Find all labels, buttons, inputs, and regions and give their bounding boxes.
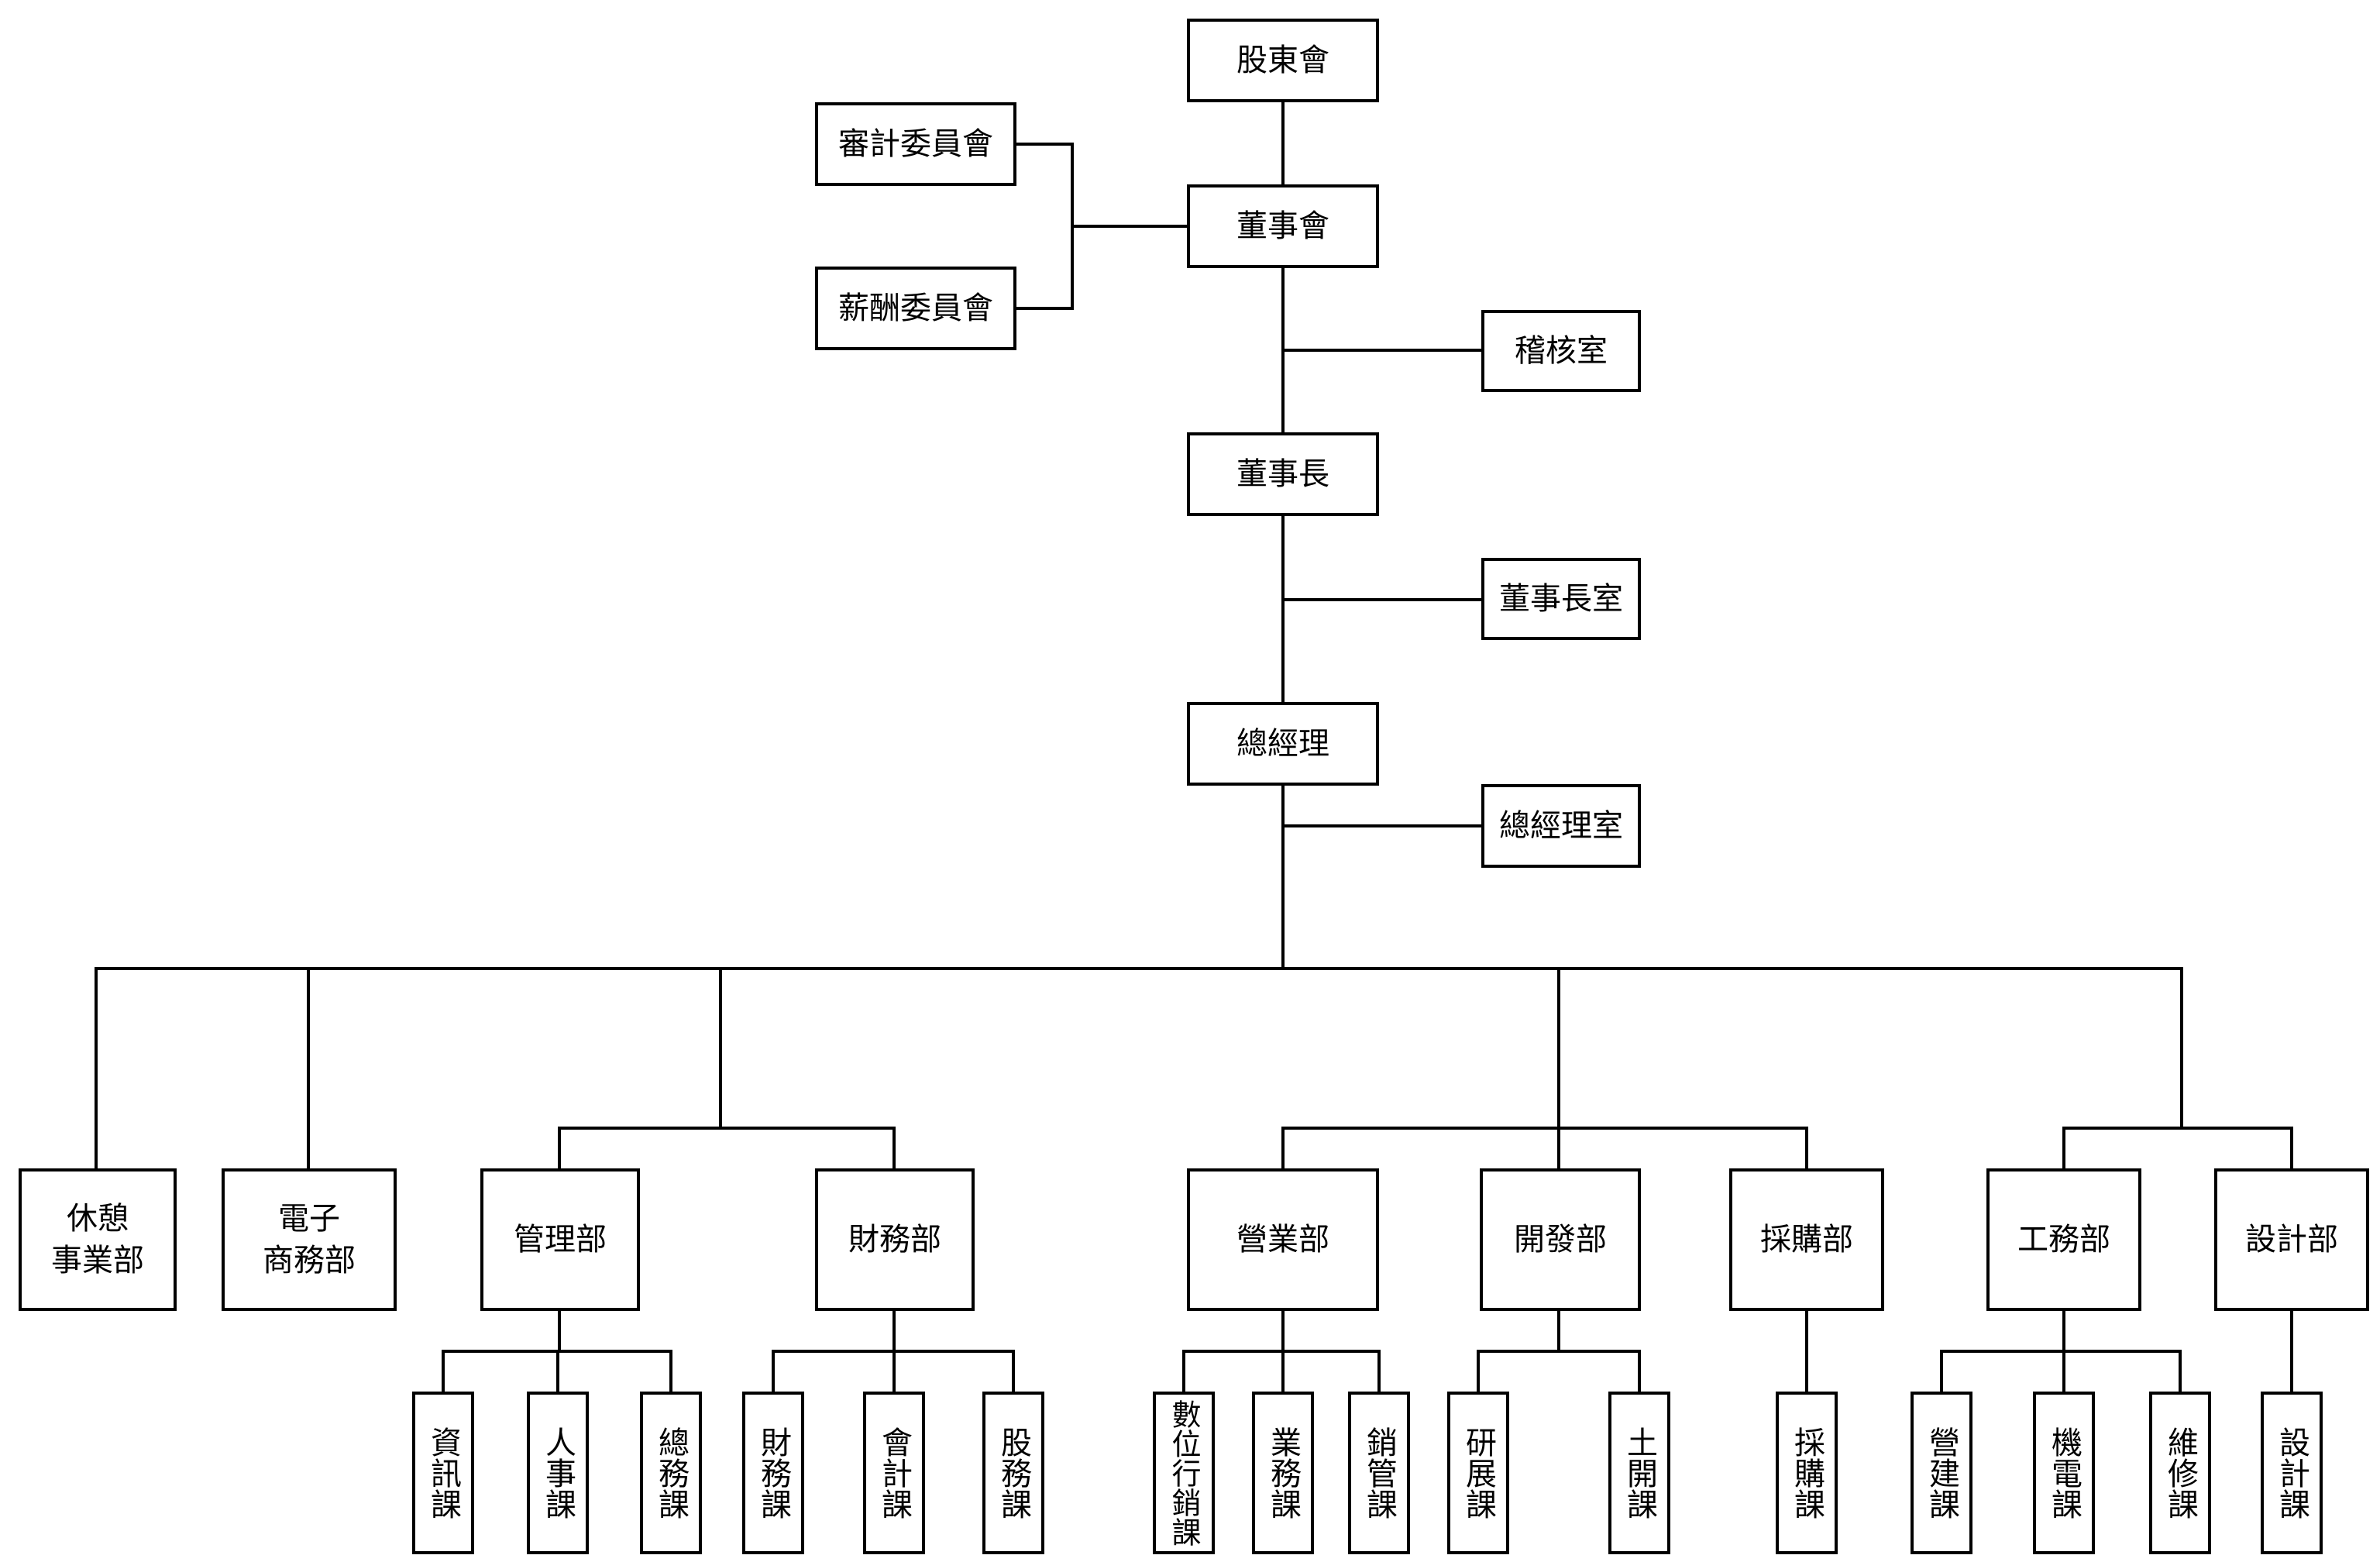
node-chairman-office[interactable]: 董事長室 (1481, 558, 1641, 640)
node-construction-section[interactable]: 營建課 (1911, 1392, 1972, 1554)
node-business-section[interactable]: 業務課 (1252, 1392, 1314, 1554)
node-procurement-dept[interactable]: 採購部 (1729, 1168, 1884, 1311)
node-mep-section[interactable]: 機電課 (2033, 1392, 2095, 1554)
node-sales-dept[interactable]: 營業部 (1187, 1168, 1379, 1311)
node-procurement-section[interactable]: 採購課 (1776, 1392, 1838, 1554)
node-finance-dept[interactable]: 財務部 (815, 1168, 975, 1311)
node-remuneration-committee[interactable]: 薪酬委員會 (815, 267, 1016, 350)
node-engineering-dept[interactable]: 工務部 (1986, 1168, 2141, 1311)
node-development-dept[interactable]: 開發部 (1480, 1168, 1641, 1311)
node-board[interactable]: 董事會 (1187, 184, 1379, 268)
node-shareholders[interactable]: 股東會 (1187, 19, 1379, 102)
node-audit-office[interactable]: 稽核室 (1481, 310, 1641, 392)
node-it-section[interactable]: 資訊課 (412, 1392, 474, 1554)
node-gm-office[interactable]: 總經理室 (1481, 784, 1641, 868)
node-hr-section[interactable]: 人事課 (527, 1392, 589, 1554)
node-sales-mgmt-section[interactable]: 銷管課 (1348, 1392, 1410, 1554)
node-leisure-division[interactable]: 休憩 事業部 (19, 1168, 177, 1311)
node-stock-affairs-section[interactable]: 股務課 (982, 1392, 1044, 1554)
node-chairman[interactable]: 董事長 (1187, 432, 1379, 516)
node-design-section[interactable]: 設計課 (2261, 1392, 2323, 1554)
node-general-manager[interactable]: 總經理 (1187, 702, 1379, 786)
node-ecommerce-division[interactable]: 電子 商務部 (222, 1168, 397, 1311)
node-management-dept[interactable]: 管理部 (480, 1168, 640, 1311)
node-maintenance-section[interactable]: 維修課 (2149, 1392, 2211, 1554)
node-design-dept[interactable]: 設計部 (2214, 1168, 2369, 1311)
node-rnd-section[interactable]: 研展課 (1447, 1392, 1509, 1554)
node-finance-section[interactable]: 財務課 (742, 1392, 804, 1554)
node-accounting-section[interactable]: 會計課 (863, 1392, 925, 1554)
node-general-affairs-section[interactable]: 總務課 (640, 1392, 702, 1554)
node-audit-committee[interactable]: 審計委員會 (815, 102, 1016, 186)
node-land-dev-section[interactable]: 土開課 (1608, 1392, 1670, 1554)
node-digital-marketing-section[interactable]: 數位行銷課 (1153, 1392, 1215, 1554)
